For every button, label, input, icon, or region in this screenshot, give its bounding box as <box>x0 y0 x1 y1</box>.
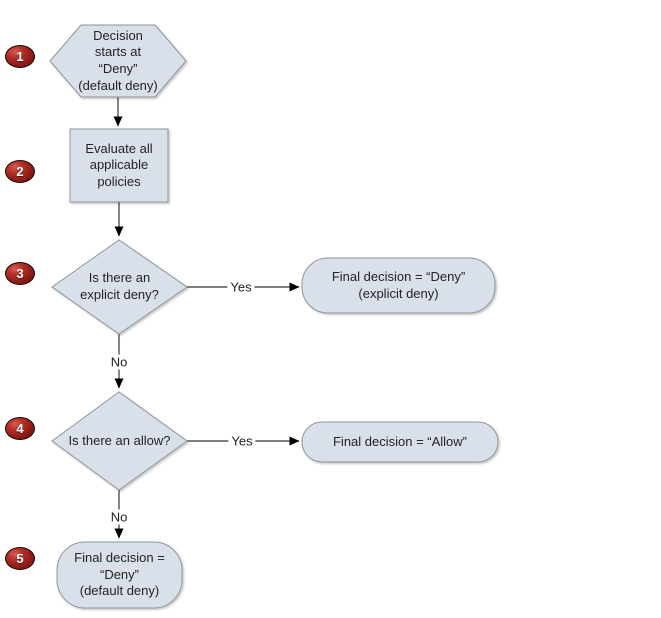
explicit-deny-diamond-shape <box>51 239 188 335</box>
step-badge-1: 1 <box>5 45 35 68</box>
step-badge-3: 3 <box>5 262 35 285</box>
edge-label-explicit-deny-yes: Yes <box>227 279 255 295</box>
start-hexagon-shape <box>49 24 187 98</box>
final-deny-default-rounded-shape <box>56 541 183 609</box>
allow-diamond-shape <box>51 391 188 491</box>
edge-label-explicit-deny-no: No <box>107 354 131 370</box>
step-badge-5: 5 <box>5 547 35 570</box>
step-badge-2: 2 <box>5 160 35 183</box>
step-badge-4: 4 <box>5 417 35 440</box>
final-deny-explicit-rounded-shape <box>301 257 496 314</box>
evaluate-rectangle-shape <box>69 128 169 203</box>
edge-label-allow-no: No <box>107 509 131 525</box>
final-allow-rounded-shape <box>301 421 499 463</box>
edge-label-allow-yes: Yes <box>228 433 256 449</box>
